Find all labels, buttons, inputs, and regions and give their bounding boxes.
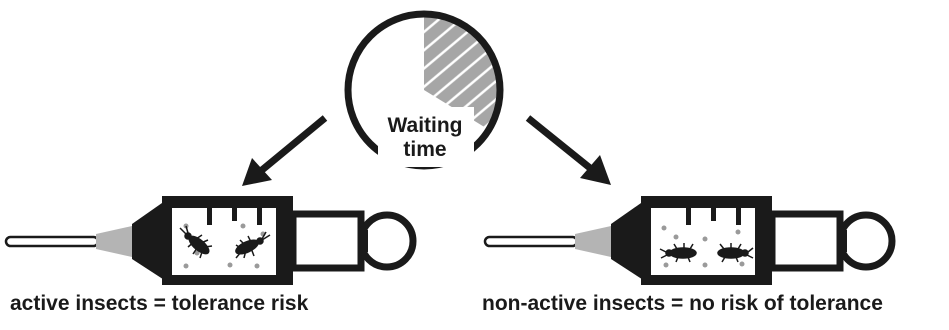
active-insect-1 [179,225,213,259]
syringe-right [483,196,896,285]
caption-active-insects: active insects = tolerance risk [10,292,309,315]
needle-hub [575,226,611,257]
needle [483,235,579,248]
clock-label-line2: time [403,138,446,161]
needle [4,235,100,248]
plunger-rod [289,210,365,272]
plunger-rod [768,210,844,272]
active-insect-2 [235,231,271,259]
syringe-left [4,196,417,285]
non-active-insect-1 [659,243,697,263]
waiting-time-clock: Waiting time [344,10,504,170]
non-active-insect-2 [717,243,754,263]
needle-hub [96,226,132,257]
arrow-left [242,115,328,186]
elapsed-time-wedge [424,17,497,128]
clock-label-backing [378,107,474,167]
arrow-right [525,115,611,185]
caption-non-active-insects: non-active insects = no risk of toleranc… [482,292,883,315]
plunger-ring [357,211,417,271]
clock-label-line1: Waiting [387,114,462,137]
plunger-ring [836,211,896,271]
